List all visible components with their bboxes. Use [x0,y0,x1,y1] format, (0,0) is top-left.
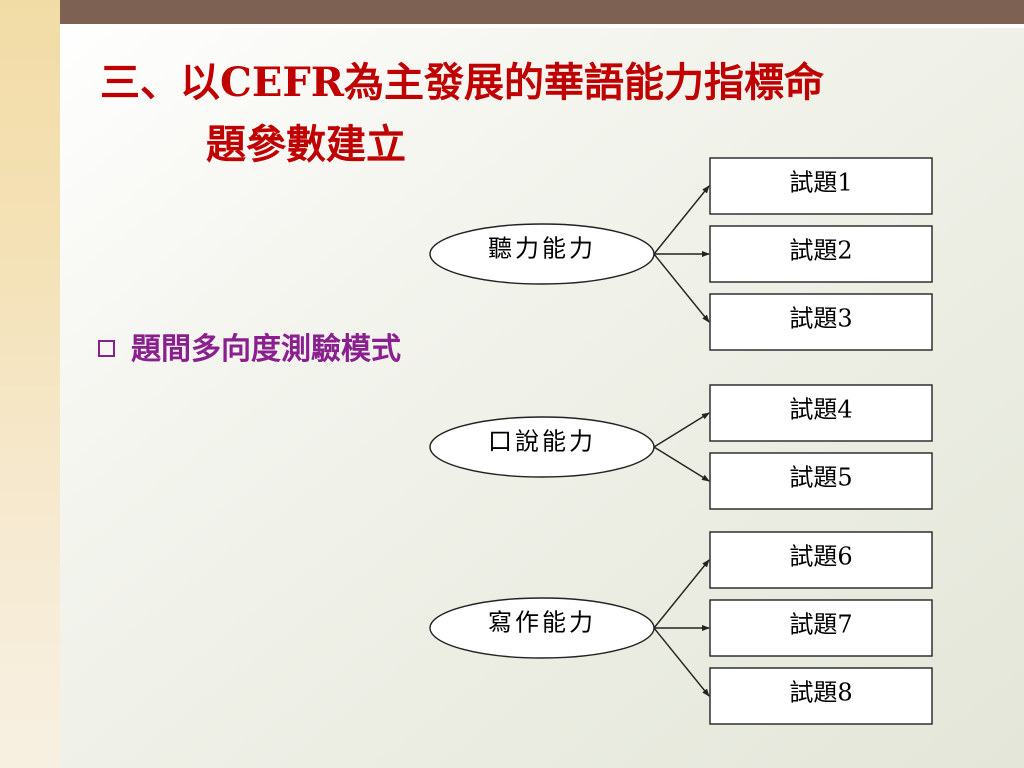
factor-ellipse [429,416,655,478]
slide-title-line-1: 三、以CEFR為主發展的華語能力指標命 [100,59,824,106]
factor-label: 口說能力 [488,428,596,456]
item-box [709,225,933,283]
item-box [709,157,933,215]
item-label: 試題5 [789,464,852,492]
factor-arrow [653,185,710,255]
left-decorative-stripe [0,0,60,768]
item-label: 試題2 [789,237,852,265]
factor-ellipse [429,223,655,285]
bullet-item: 題間多向度測驗模式 [98,330,401,370]
item-label: 試題7 [789,611,852,639]
factor-arrow [653,253,710,323]
slide-title-line-2: 題參數建立 [206,121,406,168]
item-box [709,452,933,510]
item-box [709,667,933,725]
factor-group: 寫作能力 試題6 試題7 試題8 [429,531,933,725]
factor-arrow [653,446,710,482]
item-label: 試題1 [789,169,852,197]
item-box [709,293,933,351]
item-box [709,531,933,589]
top-bar [60,0,1024,24]
item-label: 試題4 [789,396,852,424]
factor-group: 口說能力 試題4 試題5 [429,384,933,510]
bullet-text: 題間多向度測驗模式 [131,332,401,367]
top-bar-divider [60,24,1024,28]
item-label: 試題6 [789,543,852,571]
factor-ellipse [429,597,655,659]
factor-arrow [653,559,710,629]
slide-title: 三、以CEFR為主發展的華語能力指標命 題參數建立 [100,52,1000,176]
factor-group: 聽力能力 試題1 試題2 試題3 [429,157,933,351]
square-bullet-icon [98,339,115,357]
item-label: 試題3 [789,305,852,333]
item-box [709,599,933,657]
factor-label: 聽力能力 [488,235,596,263]
item-box [709,384,933,442]
factor-arrow [653,412,710,448]
factor-arrow [653,627,710,697]
factor-label: 寫作能力 [488,609,596,637]
item-label: 試題8 [789,679,852,707]
